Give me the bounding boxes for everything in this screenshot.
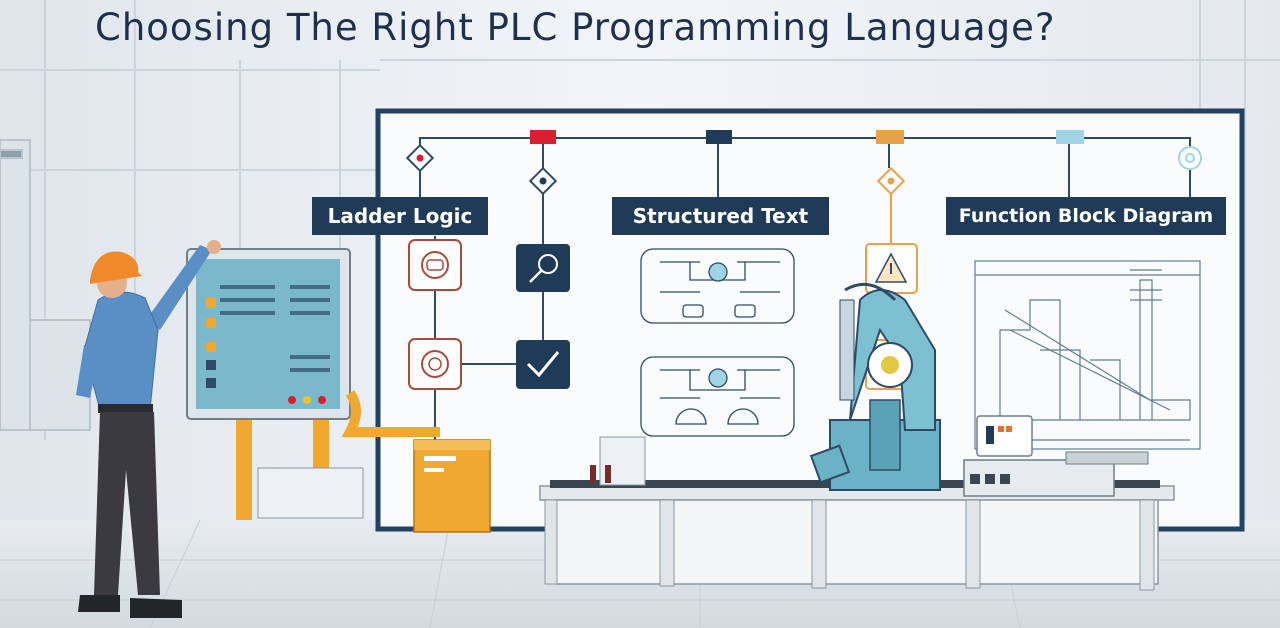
function-block-diagram-label: Function Block Diagram: [946, 197, 1226, 235]
page-title: Choosing The Right PLC Programming Langu…: [95, 6, 1056, 49]
left-machinery: [0, 139, 91, 431]
engineer-figure: [76, 240, 221, 618]
structured-text-diagram: [640, 248, 795, 437]
orange-cabinet: [341, 390, 491, 533]
control-box: [963, 415, 1149, 497]
motor-icon: [408, 239, 462, 291]
circle-node-icon: [1178, 146, 1202, 170]
function-block-drawing: [974, 260, 1201, 450]
diamond-navy-node-icon: [528, 166, 558, 196]
lightblue-tab: [1056, 130, 1084, 144]
gear-icon: [408, 338, 462, 390]
red-tab: [530, 130, 556, 144]
plc-panel: [186, 248, 364, 520]
checkmark-icon: [516, 340, 570, 389]
robot-arm: [809, 282, 941, 491]
key-search-icon: [516, 244, 570, 292]
wall-panels: [0, 0, 1280, 540]
diamond-orange-node-icon: [876, 166, 906, 196]
ladder-logic-label: Ladder Logic: [312, 197, 488, 235]
orange-tab: [876, 130, 904, 144]
structured-text-label: Structured Text: [612, 197, 829, 235]
diamond-red-node-icon: [405, 143, 435, 173]
navy-tab: [706, 130, 732, 144]
